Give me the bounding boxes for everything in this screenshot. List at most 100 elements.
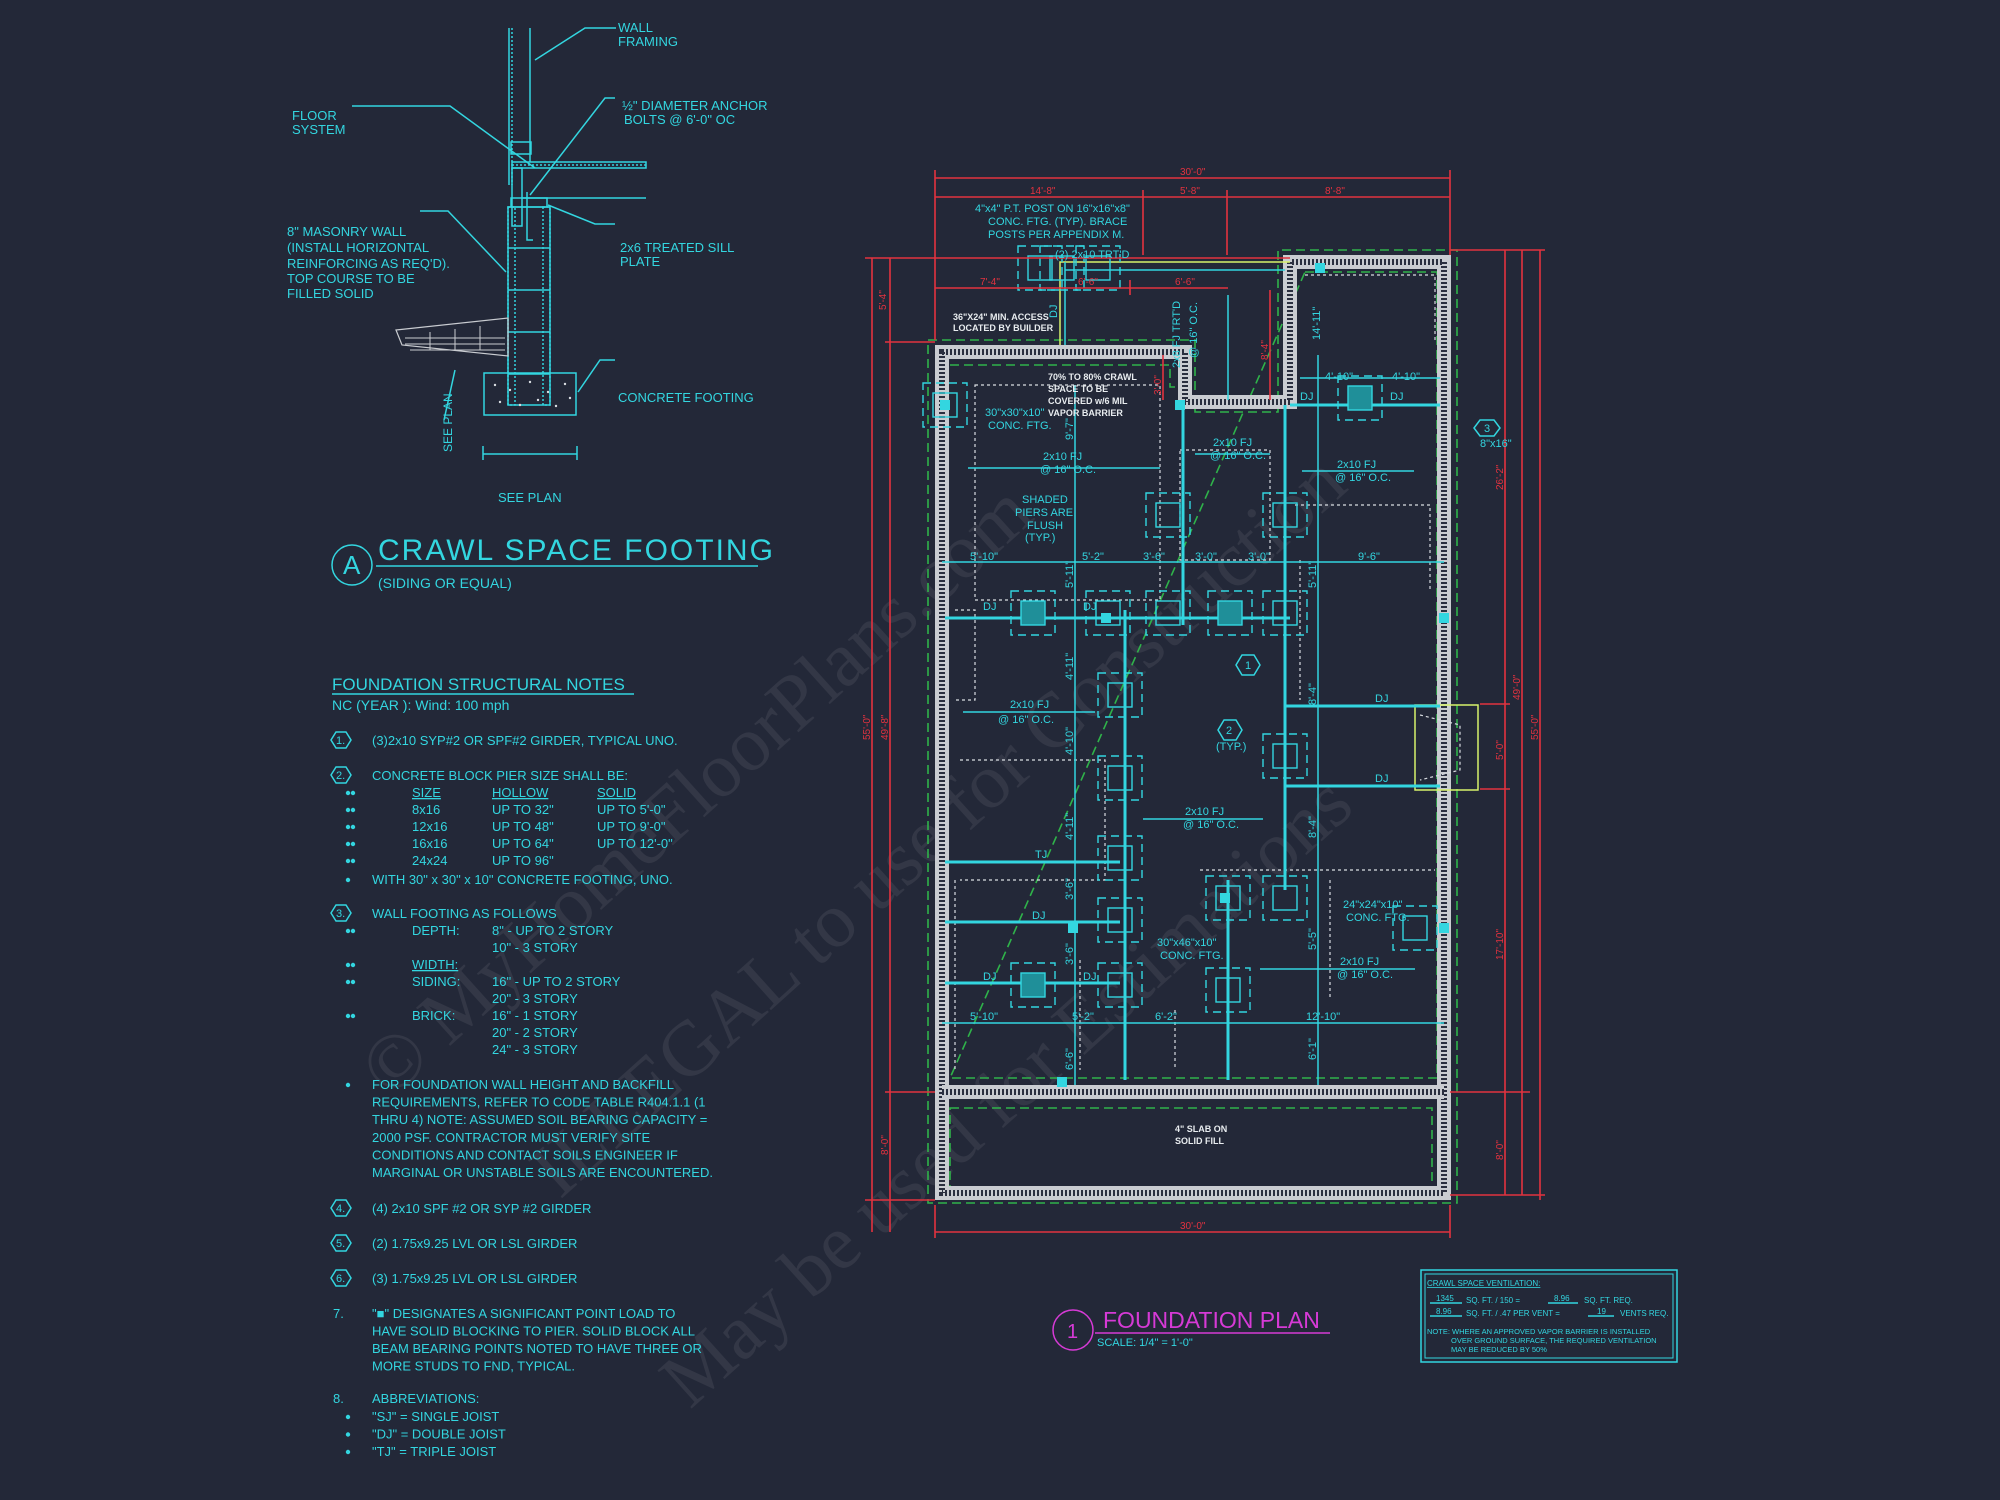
brick-label: BRICK:	[412, 1008, 455, 1023]
plan-label: @ 16" O.C.	[1040, 464, 1096, 476]
bullet-icon	[350, 841, 356, 847]
pier-table-header: HOLLOW	[492, 785, 549, 800]
plan-label: DJ	[1083, 971, 1096, 983]
point-load-marker	[940, 400, 950, 410]
note-tag-3-label: 3	[1484, 423, 1490, 435]
foundation-wall-note-line: FOR FOUNDATION WALL HEIGHT AND BACKFILL	[372, 1077, 674, 1092]
pier	[1107, 765, 1133, 791]
pier-footing	[1085, 590, 1131, 636]
plan-label: (2) 2x10 TRT'D	[1055, 249, 1129, 261]
note-4-text: (4) 2x10 SPF #2 OR SYP #2 GIRDER	[372, 1201, 591, 1216]
plan-label: 8'-4"	[1307, 683, 1319, 705]
pier-footing	[1337, 375, 1383, 421]
plan-label: 6'-6"	[1064, 1048, 1076, 1070]
ventilation-note: OVER GROUND SURFACE, THE REQUIRED VENTIL…	[1451, 1336, 1657, 1345]
ventilation-note: MAY BE REDUCED BY 50%	[1451, 1345, 1547, 1354]
plan-label: 3'-0"	[1248, 551, 1270, 563]
note-tag-2-label: 2	[1226, 725, 1232, 737]
plan-label: (TYP.)	[1025, 532, 1055, 544]
pier	[1272, 743, 1298, 769]
masonry-wall-label-line: TOP COURSE TO BE	[287, 271, 415, 286]
dimension-label: 30'-0"	[1180, 167, 1206, 178]
pier	[1027, 255, 1053, 281]
bullet-icon	[350, 807, 356, 813]
depth-value: 8" - UP TO 2 STORY	[492, 923, 614, 938]
plan-label: @ 16" O.C.	[1335, 472, 1391, 484]
dimension-label: 5'-0"	[1495, 740, 1506, 760]
plan-label: 4'-10"	[1392, 371, 1420, 383]
plan-label: 5'-2"	[1082, 551, 1104, 563]
plan-label: 2x10 FJ	[1340, 956, 1379, 968]
plan-label: 6'-2"	[1155, 1011, 1177, 1023]
detail-marker-circle	[331, 544, 373, 586]
note-1-hex	[330, 731, 352, 749]
note-2-hex	[330, 766, 352, 784]
plan-label: 30"x30"x10"	[985, 407, 1045, 419]
ventilation-row2-text: SQ. FT. / .47 PER VENT =	[1466, 1309, 1560, 1318]
pier	[1155, 600, 1181, 626]
note-tag-3	[1473, 419, 1501, 437]
plan-label: 3'-6"	[1064, 878, 1076, 900]
pier	[1272, 600, 1298, 626]
pier-table-cell: 24x24	[412, 853, 447, 868]
pier-table-cell: 8x16	[412, 802, 440, 817]
ventilation-note: NOTE: WHERE AN APPROVED VAPOR BARRIER IS…	[1427, 1327, 1651, 1336]
pier-footing	[1097, 835, 1143, 881]
point-load-marker	[1220, 893, 1230, 903]
brick-value: 20" - 2 STORY	[492, 1025, 578, 1040]
foundation-wall-note-line: REQUIREMENTS, REFER TO CODE TABLE R404.1…	[372, 1095, 706, 1110]
plan-label: DJ	[983, 971, 996, 983]
plan-label: @ 16" O.C.	[998, 714, 1054, 726]
pier-footing	[1262, 875, 1308, 921]
masonry-wall-label-line: 8" MASONRY WALL	[287, 224, 406, 239]
piers	[922, 245, 1449, 1087]
plan-label: DJ	[1032, 910, 1045, 922]
brick-value: 24" - 3 STORY	[492, 1042, 578, 1057]
pier-footing	[1205, 967, 1251, 1013]
pier	[1107, 845, 1133, 871]
plan-label: 3'-6"	[1064, 943, 1076, 965]
pier-table-header: SIZE	[412, 785, 441, 800]
flush-pier	[1020, 600, 1046, 626]
note-2-tag: 2.	[336, 770, 345, 782]
dimension-label: 49'-0"	[1512, 674, 1523, 700]
bullet-icon	[345, 1432, 351, 1437]
plan-label: 5'-5"	[1307, 928, 1319, 950]
anchor-bolts-label: ½" DIAMETER ANCHOR	[622, 98, 767, 113]
plan-label: (TYP.)	[1216, 741, 1246, 753]
pier	[1155, 502, 1181, 528]
plan-label: 5'-11"	[1064, 561, 1076, 588]
dimension-label: 8'-0"	[880, 1135, 891, 1155]
note-tag-1-label: 1	[1245, 660, 1251, 672]
ventilation-heading: CRAWL SPACE VENTILATION:	[1427, 1279, 1540, 1288]
plan-label: 5'-10"	[970, 551, 998, 563]
plan-label: DJ	[1390, 391, 1403, 403]
plan-label: 2x10 FJ	[1337, 459, 1376, 471]
bullet-icon	[345, 962, 351, 968]
note-8-text: ABBREVIATIONS:	[372, 1391, 479, 1406]
note-6-tag: 6.	[336, 1273, 345, 1285]
concrete-footing-label: CONCRETE FOOTING	[618, 390, 754, 405]
plan-label: 2x8 FJ TRT'D	[1171, 301, 1183, 368]
foundation-wall-note-line: THRU 4) NOTE: ASSUMED SOIL BEARING CAPAC…	[372, 1112, 707, 1127]
sill-plate-label: PLATE	[620, 254, 661, 269]
pier-footing	[1262, 492, 1308, 538]
note-3-hex	[330, 904, 352, 922]
plan-label: @ 16" O.C.	[1188, 302, 1200, 358]
flush-pier	[1347, 385, 1373, 411]
bullet-icon	[350, 1013, 356, 1019]
plan-label: DJ	[1083, 601, 1096, 613]
note-8-tag: 8.	[333, 1391, 344, 1406]
note-5-tag: 5.	[336, 1238, 345, 1250]
ventilation-vents: 19	[1597, 1307, 1606, 1316]
plan-note: SOLID FILL	[1175, 1136, 1224, 1146]
sill-plate-label: 2x6 TREATED SILL	[620, 240, 734, 255]
bullet-icon	[345, 1082, 351, 1088]
pier-footing	[1205, 875, 1251, 921]
pier	[1107, 907, 1133, 933]
note-6-text: (3) 1.75x9.25 LVL OR LSL GIRDER	[372, 1271, 577, 1286]
bullet-icon	[345, 979, 351, 985]
pier-table-cell: 16x16	[412, 836, 447, 851]
see-plan-vertical-label: SEE PLAN	[441, 393, 455, 452]
